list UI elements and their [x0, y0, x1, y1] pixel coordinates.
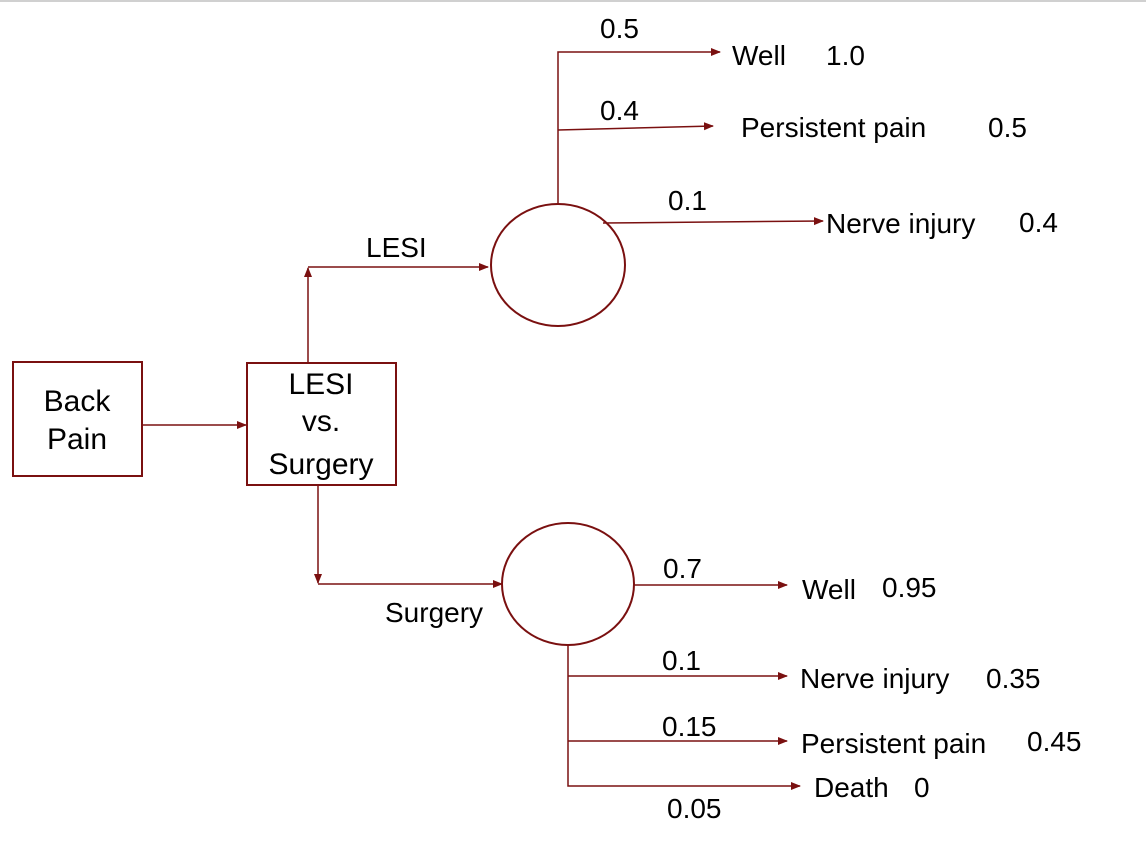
- surgery-outcome-well: Well: [802, 574, 856, 605]
- decision-box: [246, 362, 397, 486]
- decision-label-line-2: vs.: [302, 405, 340, 438]
- back-pain-label-line-2: Pain: [47, 423, 107, 456]
- edge-surgery-death: [567, 645, 801, 790]
- decision-label-line-3: Surgery: [268, 448, 373, 481]
- surgery-prob-death: 0.05: [667, 793, 722, 824]
- surgery-utility-well: 0.95: [882, 572, 937, 603]
- surgery-outcome-persistent-pain: Persistent pain: [801, 728, 986, 759]
- lesi-utility-persistent-pain: 0.5: [988, 112, 1027, 143]
- edge-lesi-nerve-injury: [602, 217, 824, 226]
- surgery-prob-nerve-injury: 0.1: [662, 645, 701, 676]
- lesi-outcome-nerve-injury: Nerve injury: [826, 208, 975, 239]
- surgery-outcome-death: Death: [814, 772, 889, 803]
- lesi-outcome-persistent-pain: Persistent pain: [741, 112, 926, 143]
- lesi-prob-nerve-injury: 0.1: [668, 185, 707, 216]
- top-border: [0, 0, 1146, 2]
- surgery-utility-nerve-injury: 0.35: [986, 663, 1041, 694]
- lesi-utility-nerve-injury: 0.4: [1019, 207, 1058, 238]
- surgery-outcome-nerve-injury: Nerve injury: [800, 663, 949, 694]
- decision-node: LESI vs. Surgery: [246, 362, 397, 486]
- surgery-branch-label: Surgery: [385, 597, 483, 628]
- lesi-branch-label: LESI: [366, 232, 427, 263]
- edge-lesi-well: [557, 48, 721, 204]
- back-pain-node: Back Pain: [12, 361, 143, 477]
- back-pain-box: [12, 361, 143, 477]
- surgery-prob-well: 0.7: [663, 553, 702, 584]
- surgery-utility-death: 0: [914, 772, 930, 803]
- lesi-utility-well: 1.0: [826, 40, 865, 71]
- lesi-outcome-well: Well: [732, 40, 786, 71]
- edge-lesi-persistent-pain: [557, 122, 714, 131]
- surgery-prob-persistent-pain: 0.15: [662, 711, 717, 742]
- back-pain-label-line-1: Back: [44, 385, 112, 418]
- surgery-chance-node: [501, 522, 635, 646]
- decision-label-line-1: LESI: [288, 368, 353, 401]
- surgery-utility-persistent-pain: 0.45: [1027, 726, 1082, 757]
- lesi-prob-persistent-pain: 0.4: [600, 95, 639, 126]
- lesi-prob-well: 0.5: [600, 13, 639, 44]
